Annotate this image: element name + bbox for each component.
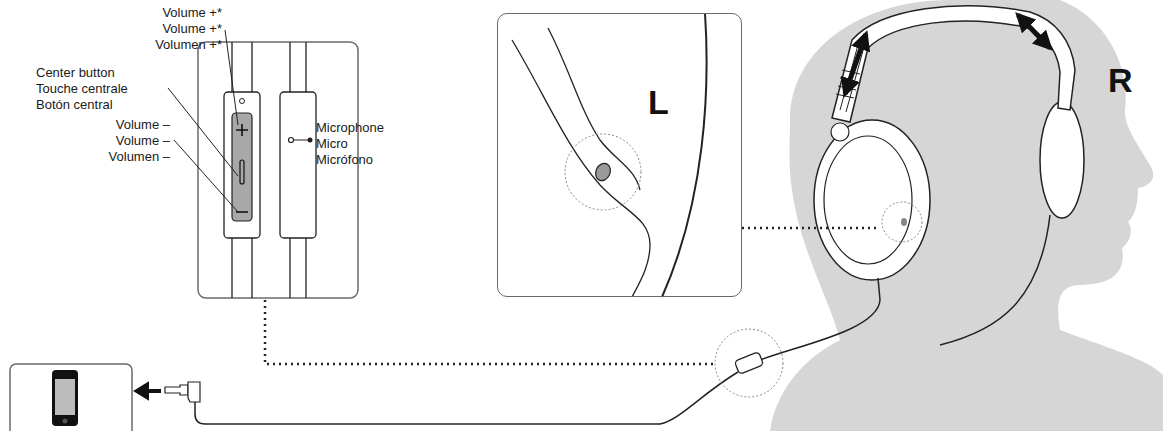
remote-callout-circle <box>715 329 783 397</box>
plus-sign <box>236 124 248 136</box>
button-label: Botón central <box>36 97 113 112</box>
microphone-label: Micrófono <box>316 152 373 167</box>
phone <box>52 370 78 426</box>
jack-plug <box>165 385 188 395</box>
phone-inset <box>10 364 132 431</box>
cable <box>195 372 738 424</box>
earcup-detail <box>512 40 650 297</box>
remote-small <box>734 352 763 375</box>
mic-callout-circle <box>565 134 641 210</box>
leader-line <box>174 140 238 212</box>
adjust-arrow <box>845 34 866 94</box>
button-label: Volume – <box>116 133 170 148</box>
left-earcup-outer <box>814 120 930 280</box>
leader-dot <box>308 138 313 143</box>
earcup-detail <box>548 28 640 190</box>
button-label: Volumen +* <box>155 37 222 52</box>
adjust-arrow <box>1018 15 1050 48</box>
center-button-mark <box>240 160 244 184</box>
led <box>240 99 245 104</box>
plug-arrow <box>135 383 160 399</box>
mic-opening <box>593 161 613 183</box>
side-label: L <box>648 84 669 120</box>
cable <box>760 278 880 360</box>
button-label: Volume +* <box>162 21 222 36</box>
dotted-pointer <box>265 300 714 364</box>
mic-spot <box>901 218 907 226</box>
leader-line <box>225 30 238 125</box>
earcup-detail <box>662 13 707 297</box>
jack-body <box>188 382 200 402</box>
mic-hole <box>289 138 294 143</box>
left-earcup-inner <box>824 136 912 264</box>
cable <box>940 215 1050 345</box>
button-label: Center button <box>36 65 115 80</box>
button-label: Volume +* <box>162 5 222 20</box>
right-earcup <box>1040 102 1084 218</box>
button-label: Volume – <box>116 117 170 132</box>
remote-inset <box>198 42 358 298</box>
button-label: Touche centrale <box>36 81 128 96</box>
leader-line <box>168 88 238 176</box>
microphone-label: Micro <box>316 136 348 151</box>
button-label: Volumen – <box>109 149 170 164</box>
microphone-label: Microphone <box>316 120 384 135</box>
hinge <box>831 123 849 141</box>
mic-callout-circle <box>882 202 922 242</box>
remote-body-mic <box>280 92 316 238</box>
inset-box: L <box>497 13 742 297</box>
headband <box>832 6 1075 122</box>
side-label: R <box>1108 62 1133 98</box>
phone-button <box>63 419 68 424</box>
dotted-pointer <box>742 227 880 230</box>
phone-screen <box>55 379 75 415</box>
button-strip <box>232 113 252 221</box>
head-silhouette <box>770 0 1163 431</box>
